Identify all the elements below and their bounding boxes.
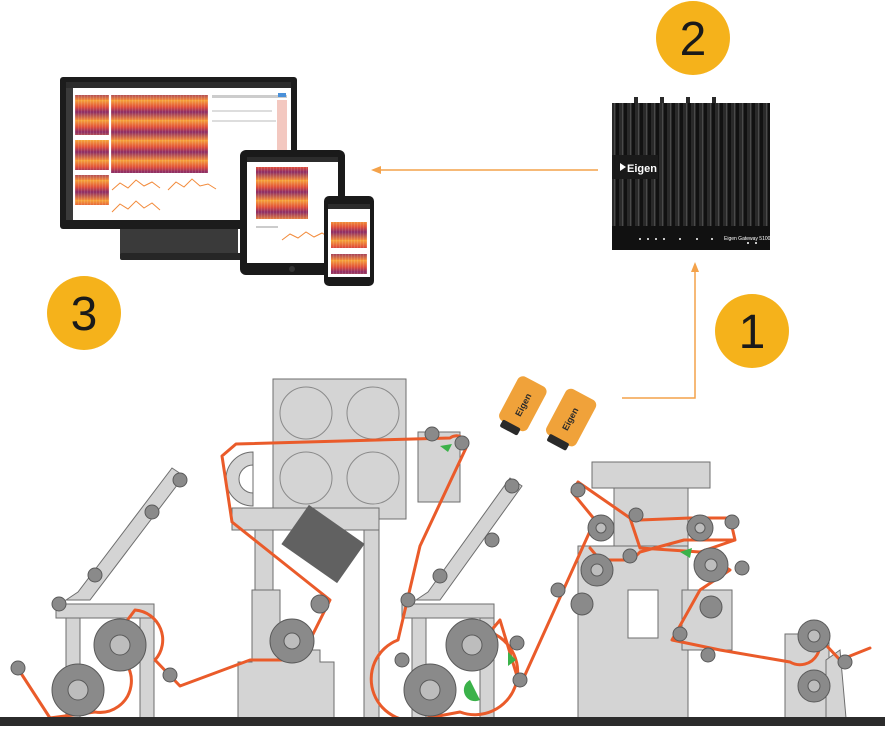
camera-1: Eigen <box>499 376 547 436</box>
badge-circle <box>47 276 121 350</box>
step-number-3: 3 <box>71 288 98 341</box>
roller-hubs <box>67 522 821 701</box>
heatmap-main <box>111 95 208 173</box>
green-guides <box>440 444 692 702</box>
step-number-2: 2 <box>680 13 707 66</box>
idler-rollers <box>10 426 853 688</box>
gateway-led-row <box>639 238 757 244</box>
gateway-device: Eigen Eigen Gateway 5100 <box>612 97 771 250</box>
tablet <box>240 150 345 275</box>
badge-circle <box>715 294 789 368</box>
monitor-stand <box>120 229 238 255</box>
arrow-gateway-to-devices <box>371 166 598 174</box>
camera-lens <box>547 434 569 451</box>
gateway-logo-plate <box>612 155 658 179</box>
step-badge-3: 3 <box>47 276 121 350</box>
camera-2: Eigen <box>546 388 597 451</box>
eigen-logo-icon <box>620 163 626 171</box>
camera-body <box>499 376 547 432</box>
phone <box>324 196 374 286</box>
step-number-1: 1 <box>739 306 766 359</box>
dryer-block <box>272 378 407 520</box>
gateway-model: Eigen Gateway 5100 <box>724 236 771 242</box>
machine-frames <box>55 378 847 719</box>
camera-lens <box>500 420 521 436</box>
dryer-drums <box>279 386 400 505</box>
press-top <box>591 461 711 489</box>
left-frame-arm <box>64 467 185 601</box>
step-badge-1: 1 <box>715 294 789 368</box>
badge-circle <box>656 1 730 75</box>
dark-block <box>281 504 365 584</box>
camera-body <box>546 388 597 447</box>
step-badge-2: 2 <box>656 1 730 75</box>
left-frame-top <box>55 603 155 619</box>
floor-line <box>0 717 885 726</box>
arrow-cameras-to-gateway <box>622 262 699 399</box>
gateway-front-panel <box>612 226 770 250</box>
gateway-brand: Eigen <box>627 163 657 175</box>
